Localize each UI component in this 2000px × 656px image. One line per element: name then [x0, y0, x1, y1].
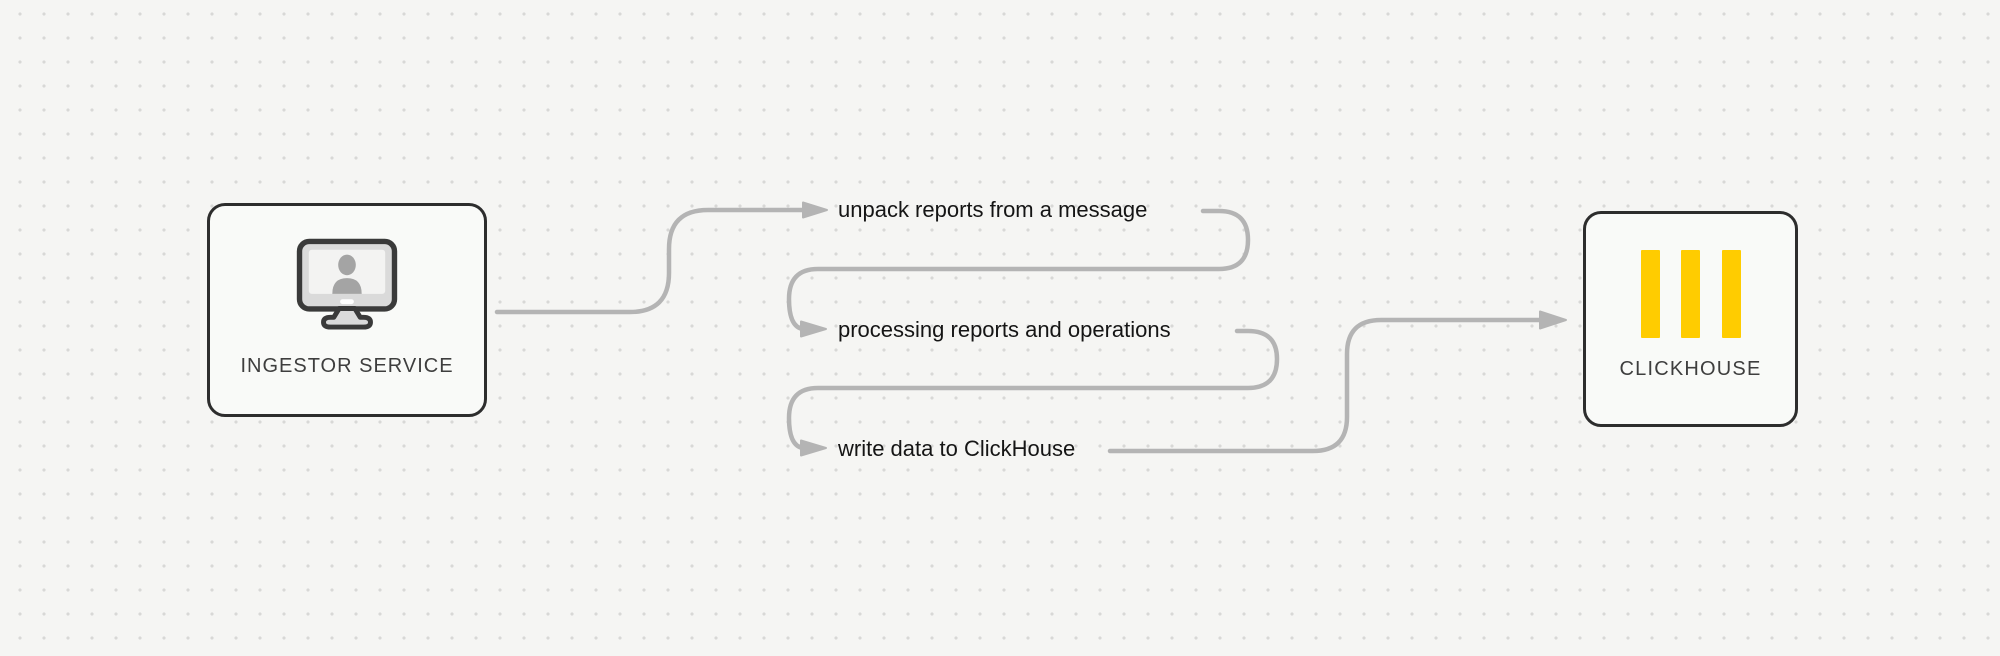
monitor-user-icon — [296, 238, 398, 330]
clickhouse-bar — [1681, 250, 1700, 338]
step-label-write: write data to ClickHouse — [838, 436, 1076, 461]
connector-step3-to-clickhouse — [1107, 317, 1543, 454]
clickhouse-node-label: CLICKHOUSE — [1619, 358, 1762, 380]
connector-ingestor-to-step1 — [494, 207, 806, 315]
arrowhead-step1-icon — [802, 201, 828, 219]
step-label-unpack: unpack reports from a message — [838, 197, 1148, 222]
step-label-processing: processing reports and operations — [838, 317, 1171, 342]
clickhouse-bars-icon — [1640, 250, 1741, 338]
ingestor-node-label: INGESTOR SERVICE — [240, 355, 454, 377]
clickhouse-bar — [1721, 250, 1741, 338]
arrowhead-step2-icon — [800, 320, 827, 338]
connector-step1-to-step2 — [786, 208, 1251, 332]
clickhouse-bar — [1640, 250, 1660, 338]
node-ingestor-service[interactable]: INGESTOR SERVICE — [207, 203, 487, 417]
arrowhead-step3-icon — [800, 439, 827, 457]
arrowhead-clickhouse-icon — [1539, 310, 1567, 330]
connector-step2-to-step3 — [786, 328, 1280, 451]
node-clickhouse[interactable]: CLICKHOUSE — [1583, 211, 1798, 427]
